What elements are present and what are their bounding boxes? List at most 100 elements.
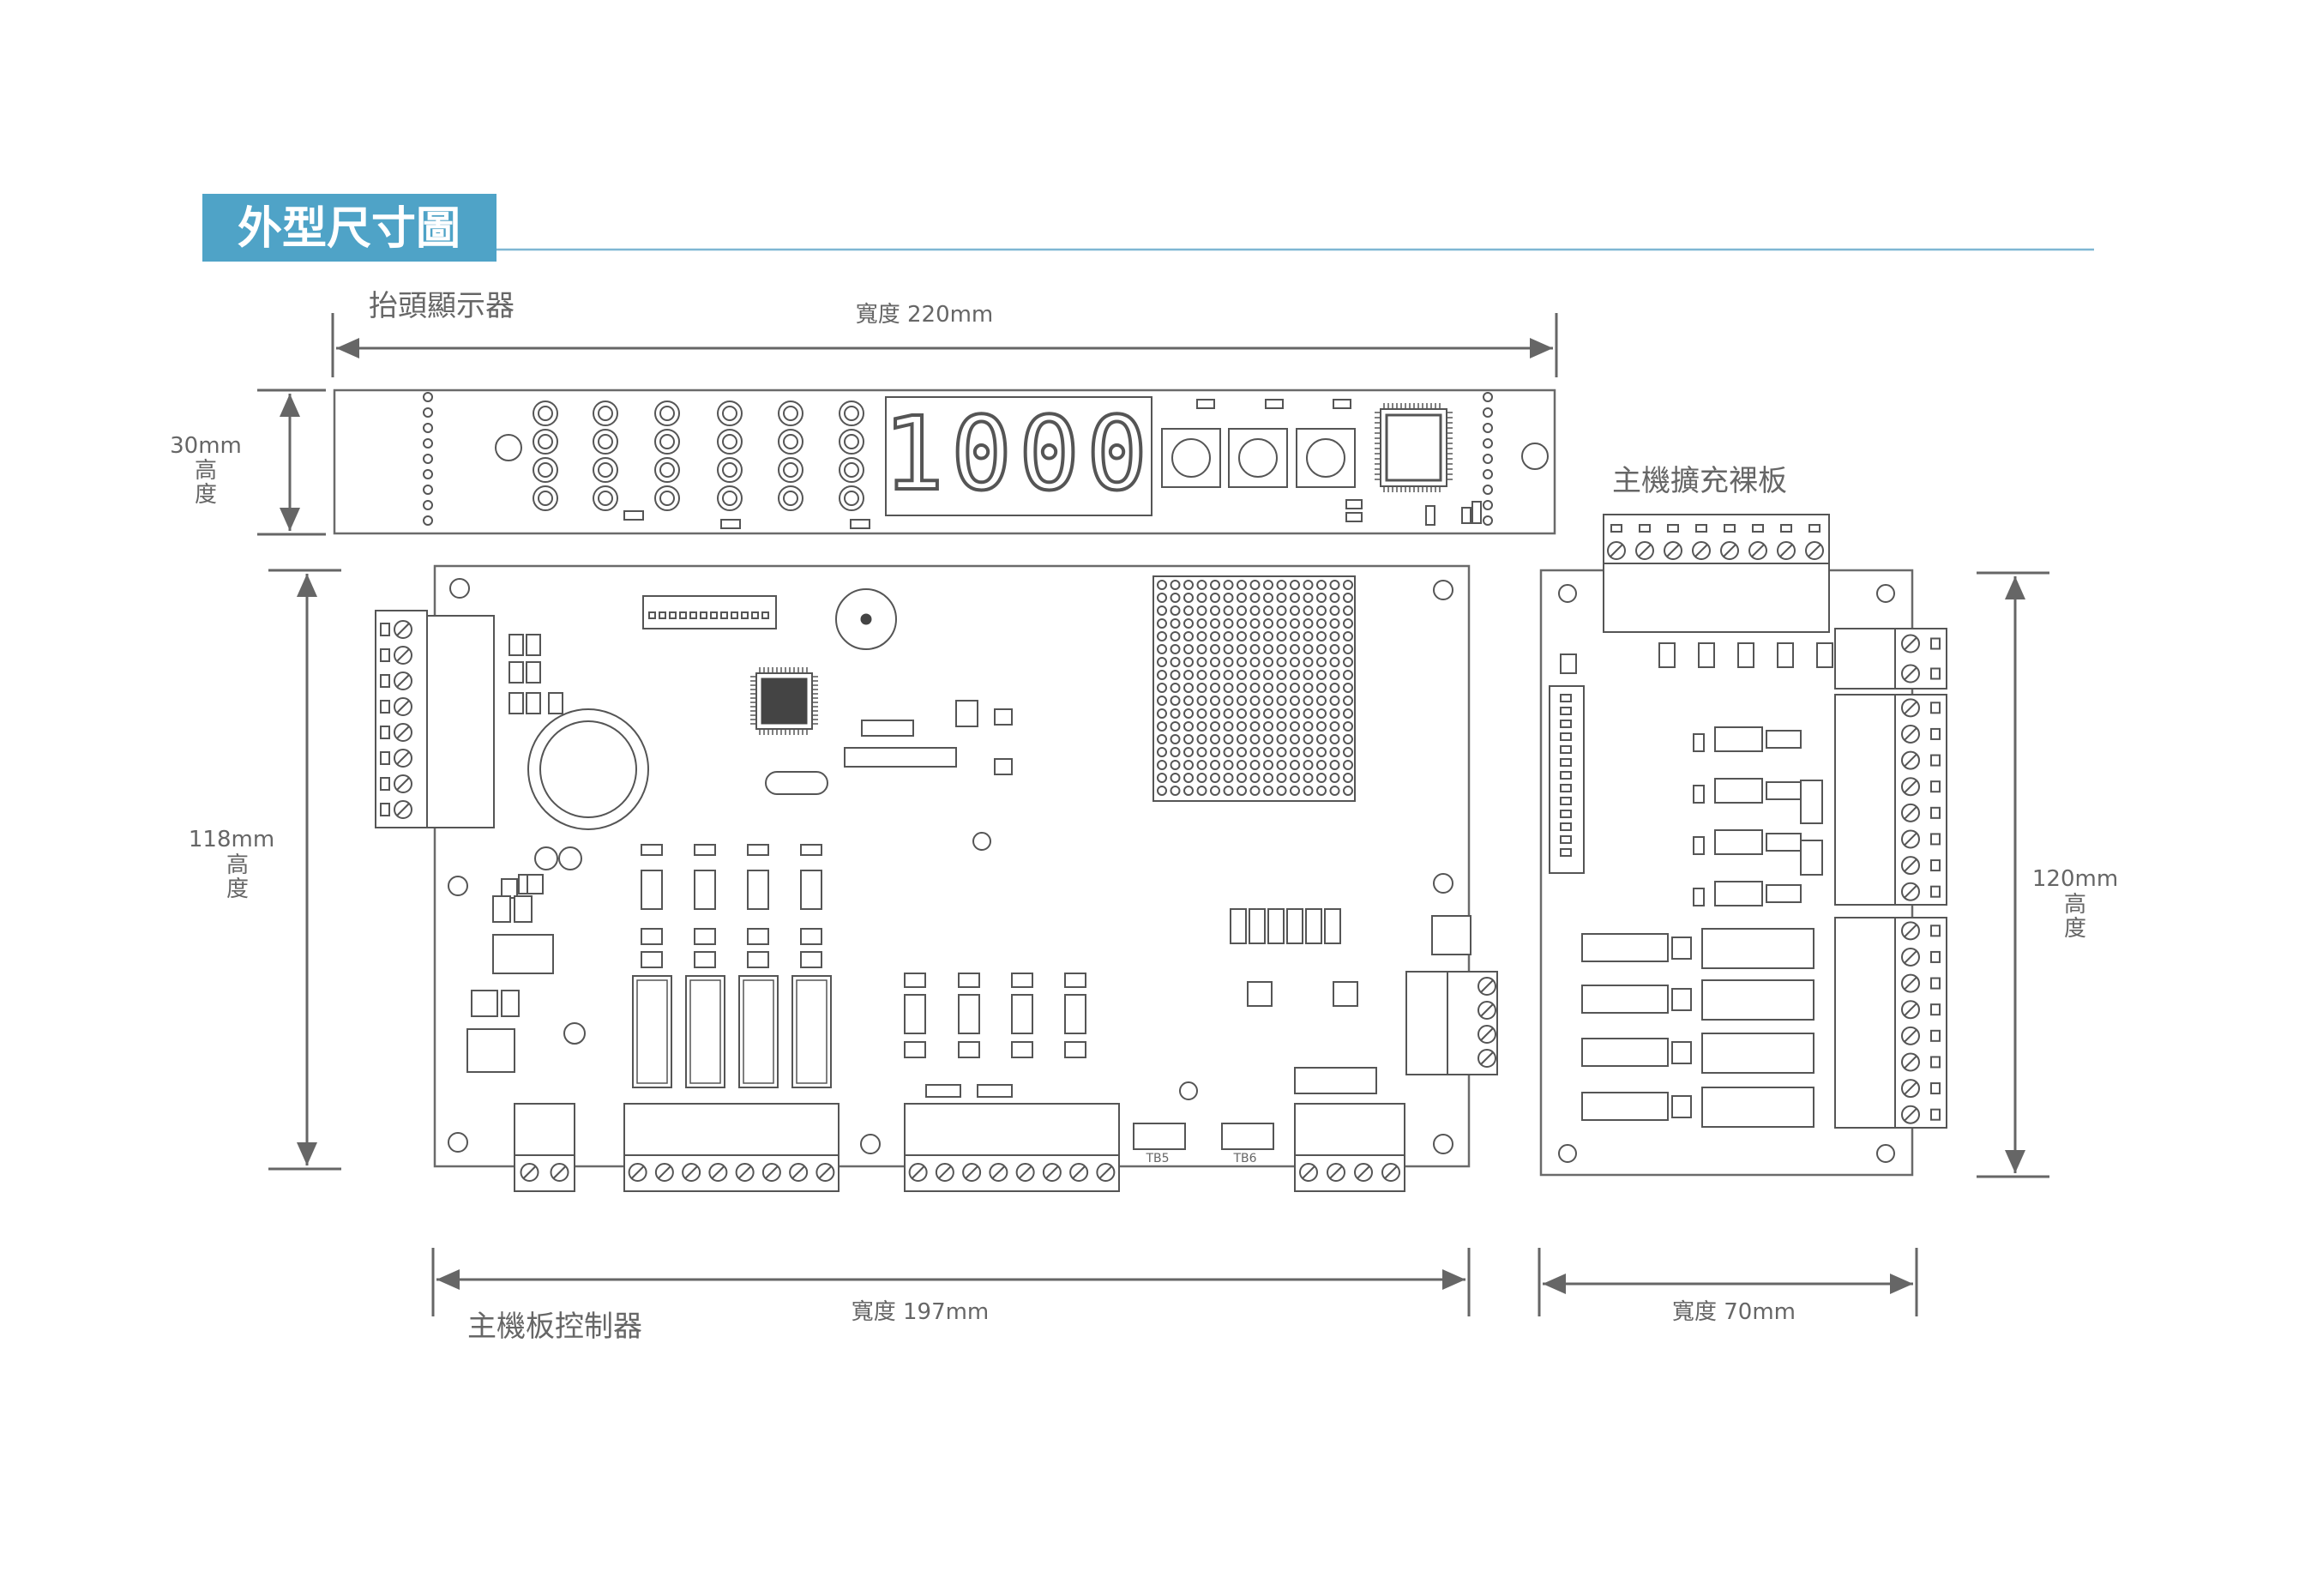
proto-hole <box>1157 631 1167 641</box>
led-inner <box>598 462 613 478</box>
proto-hole <box>1343 644 1353 654</box>
main-board-title: 主機板控制器 <box>467 1310 642 1344</box>
screw-slot <box>552 1165 567 1179</box>
terminal-pin <box>1930 637 1941 650</box>
mount-hole <box>495 434 522 461</box>
terminal-pin <box>1930 833 1941 846</box>
proto-hole <box>1223 773 1234 783</box>
led-inner <box>844 491 859 506</box>
proto-hole <box>1210 683 1220 693</box>
proto-hole <box>1157 734 1167 744</box>
proto-hole <box>1210 631 1220 641</box>
terminal-pin <box>380 648 390 662</box>
proto-hole <box>1290 773 1300 783</box>
smd-resistor <box>694 844 716 856</box>
proto-hole <box>1329 580 1340 590</box>
smd-part <box>1766 833 1802 852</box>
proto-hole <box>1303 605 1314 616</box>
terminal-pin <box>1930 1082 1941 1095</box>
smd-part <box>1693 888 1705 906</box>
smd-part <box>1693 785 1705 804</box>
proto-hole <box>1303 747 1314 757</box>
display-width-label: 寬度 220mm <box>856 302 994 328</box>
proto-hole <box>1316 644 1327 654</box>
electrolytic-cap <box>534 846 558 870</box>
optocoupler <box>1714 778 1763 804</box>
mount-hole <box>1433 1134 1453 1154</box>
smd-resistor <box>641 951 663 968</box>
led-inner <box>783 406 798 421</box>
proto-hole <box>1183 721 1194 732</box>
proto-hole <box>1263 708 1273 719</box>
proto-hole <box>1183 593 1194 603</box>
terminal-pin <box>380 777 390 791</box>
screw-slot <box>1480 1051 1494 1065</box>
proto-hole <box>1263 786 1273 796</box>
proto-hole <box>1170 721 1181 732</box>
proto-hole <box>1249 721 1261 732</box>
pin-pad <box>423 438 433 449</box>
transistor <box>694 870 716 910</box>
proto-hole <box>1249 670 1261 680</box>
proto-hole <box>1237 631 1247 641</box>
proto-hole <box>1249 605 1261 616</box>
proto-hole <box>1223 593 1234 603</box>
terminal-pin <box>1930 859 1941 872</box>
proto-hole <box>1263 605 1273 616</box>
buzzer <box>835 588 897 650</box>
expansion-right-terminals <box>1834 628 1947 1129</box>
header-pin <box>761 611 769 619</box>
proto-hole <box>1290 683 1300 693</box>
proto-hole <box>1183 605 1194 616</box>
section-header: 外型尺寸圖 <box>202 194 2094 262</box>
header-pin <box>1560 707 1572 715</box>
transistor <box>958 994 980 1034</box>
screw-slot <box>711 1165 725 1179</box>
terminal-pin <box>1930 727 1941 740</box>
proto-hole <box>1183 683 1194 693</box>
header-pin <box>648 611 656 619</box>
terminal-block-base <box>1834 628 1896 690</box>
screw-slot <box>396 700 410 714</box>
proto-hole <box>1237 760 1247 770</box>
proto-hole <box>1329 618 1340 629</box>
smd-part <box>1671 988 1692 1011</box>
proto-hole <box>1237 605 1247 616</box>
smd-led <box>1333 399 1351 409</box>
proto-hole <box>1316 747 1327 757</box>
jumper-header <box>1800 780 1823 824</box>
screw-slot <box>1904 884 1917 899</box>
led-inner <box>598 491 613 506</box>
proto-hole <box>1290 786 1300 796</box>
proto-hole <box>1183 618 1194 629</box>
proto-hole <box>1263 747 1273 757</box>
main-board-group: 118mm 高 度 寬度 197mm 主機板控制器 <box>189 564 1498 1344</box>
display-board-title: 抬頭顯示器 <box>369 289 515 323</box>
proto-hole <box>1157 708 1167 719</box>
proto-hole <box>1290 657 1300 667</box>
optocoupler <box>1581 933 1669 962</box>
optocoupler <box>1714 881 1763 906</box>
left-terminal-block <box>375 610 495 828</box>
proto-hole <box>1263 644 1273 654</box>
screw-slot <box>1904 1081 1917 1095</box>
optocoupler <box>1581 1092 1669 1121</box>
relay <box>1701 979 1814 1021</box>
proto-hole <box>1263 734 1273 744</box>
page-title: 外型尺寸圖 <box>238 203 460 255</box>
terminal-pin <box>1930 1029 1941 1042</box>
screw-slot <box>1018 1165 1032 1179</box>
proto-hole <box>1223 786 1234 796</box>
smd-part <box>1249 908 1266 944</box>
terminal-block-base <box>1834 917 1896 1129</box>
transistor <box>800 870 822 910</box>
smd-part <box>1766 781 1802 800</box>
led-inner <box>783 491 798 506</box>
mount-hole <box>1433 873 1453 894</box>
proto-hole <box>1263 760 1273 770</box>
proto-hole <box>1157 580 1167 590</box>
smd-resistor <box>694 951 716 968</box>
proto-hole <box>1170 580 1181 590</box>
regulator <box>466 1028 515 1073</box>
proto-hole <box>1276 721 1287 732</box>
